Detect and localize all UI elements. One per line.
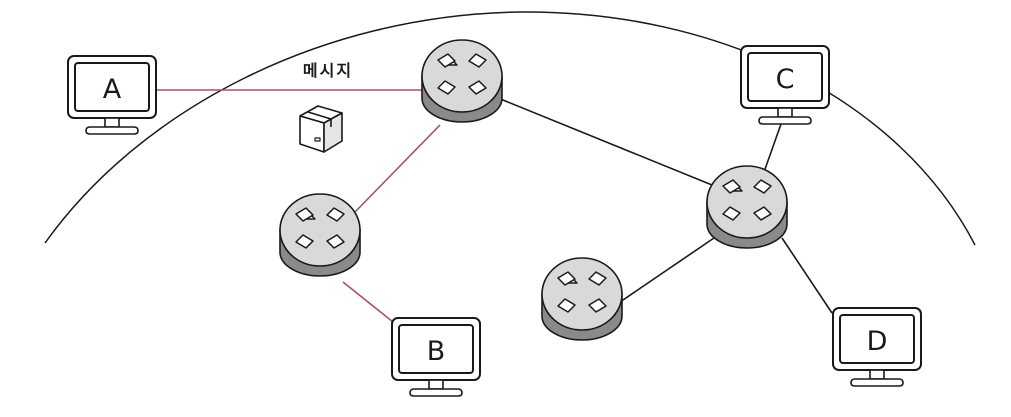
computer-c: C: [740, 45, 830, 125]
router-right: [706, 165, 788, 249]
link-router-left-b: [342, 281, 394, 323]
link-c-router-right: [763, 123, 782, 173]
link-router-right-router-bottom: [619, 237, 715, 303]
computer-a-label: A: [103, 74, 122, 105]
computer-d: D: [832, 307, 922, 387]
router-icon: [279, 193, 361, 277]
router-bottom: [541, 257, 623, 341]
network-boundary-arc: [44, 11, 976, 246]
computer-a: A: [67, 55, 157, 135]
computer-c-label: C: [776, 64, 795, 95]
router-icon: [706, 165, 788, 249]
link-router-top-router-right: [497, 97, 713, 186]
message-label: 메시지: [303, 61, 353, 80]
computer-b: B: [391, 317, 481, 397]
package-icon: [299, 105, 343, 153]
router-left: [279, 193, 361, 277]
router-top: [421, 39, 503, 123]
computer-b-label: B: [427, 336, 446, 367]
computer-d-label: D: [867, 326, 888, 357]
links: [155, 89, 833, 323]
router-icon: [421, 39, 503, 123]
link-router-right-d: [781, 237, 833, 314]
router-icon: [541, 257, 623, 341]
link-router-top-router-left: [354, 124, 441, 213]
